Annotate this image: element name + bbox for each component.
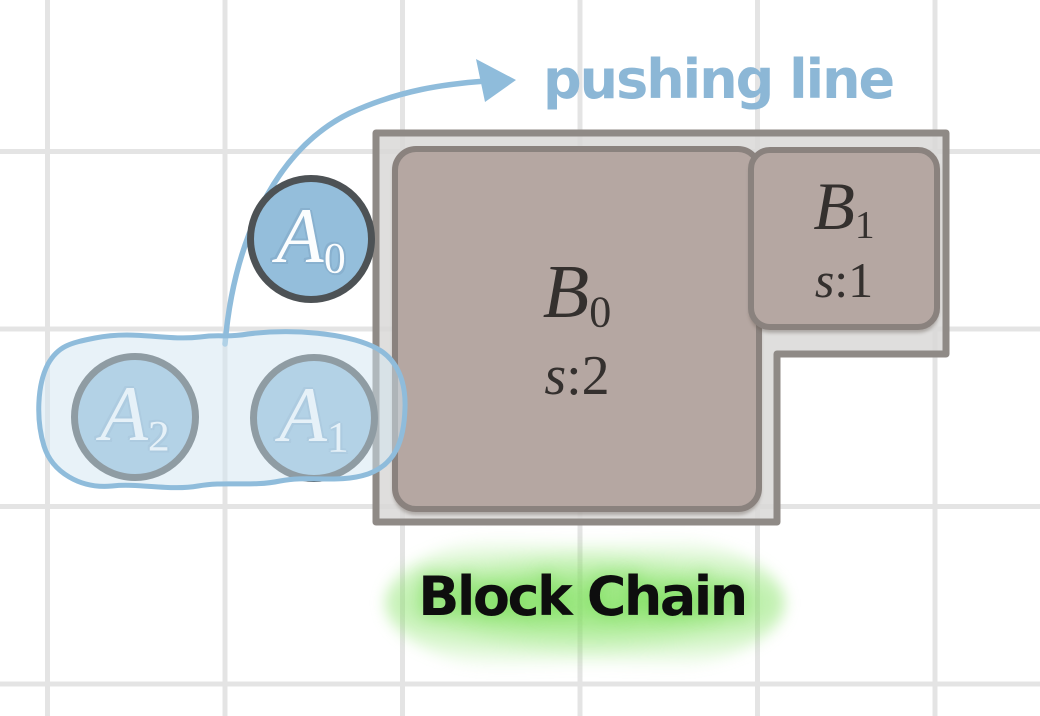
block-b1-size-prefix: s	[814, 252, 835, 309]
pushing-line-curve	[222, 78, 489, 347]
block-b0-size-prefix: s	[544, 345, 567, 408]
block-b0-size: s:2	[544, 348, 609, 404]
block-b0-subscript: 0	[589, 287, 612, 337]
block-b1-size: s:1	[815, 255, 873, 305]
agent-a0-subscript: 0	[323, 234, 346, 283]
block-chain-glow	[385, 527, 785, 679]
block-b0-size-value: :2	[566, 345, 610, 408]
agent-a0-label: A0	[276, 196, 346, 283]
agent-a0-name: A	[276, 191, 324, 279]
agent-group-blob	[36, 329, 408, 491]
block-b1-subscript: 1	[854, 202, 875, 247]
block-b1-size-value: :1	[834, 252, 874, 309]
block-chain-label: Block Chain	[418, 565, 748, 628]
block-b0-label: B0	[543, 254, 611, 335]
pushing-line-arrowhead-icon	[476, 59, 516, 102]
block-b1: B1 s:1	[748, 147, 940, 330]
block-b1-name: B	[813, 167, 855, 244]
block-b1-label: B1	[813, 172, 874, 245]
agent-circle-a0: A0	[247, 175, 375, 303]
pushing-line-label: pushing line	[543, 48, 895, 111]
block-b0: B0 s:2	[392, 146, 762, 512]
block-b0-name: B	[542, 249, 590, 334]
